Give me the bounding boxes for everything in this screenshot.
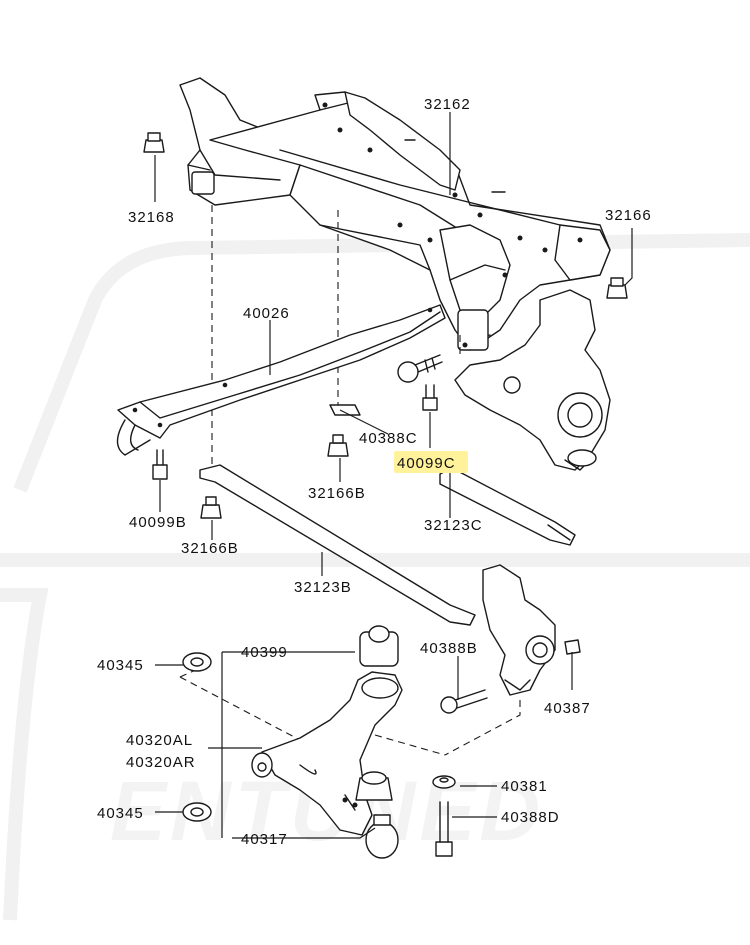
brace-drawing [116,304,446,480]
label-32123B: 32123B [294,579,352,596]
label-32123C: 32123C [424,517,483,534]
label-32162: 32162 [424,96,471,113]
leader-lines [154,112,633,839]
label-40345-top: 40345 [97,657,144,674]
knuckle-drawing-lower [432,564,581,857]
label-40026: 40026 [243,305,290,322]
knuckle-drawing-upper [454,289,611,471]
label-40387: 40387 [544,700,591,717]
label-40399: 40399 [241,644,288,661]
bar-32123B-drawing [199,464,476,626]
label-40345-bottom: 40345 [97,805,144,822]
label-32166B-mid: 32166B [308,485,366,502]
hardware-upper [143,132,628,457]
subframe-drawing [179,77,611,351]
label-40099C: 40099C [397,455,456,472]
label-40099B: 40099B [129,514,187,531]
label-40388B: 40388B [420,640,478,657]
label-40381: 40381 [501,778,548,795]
alignment-lines [179,205,521,756]
label-40388D: 40388D [501,809,560,826]
label-40320AR: 40320AR [126,754,196,771]
label-32166: 32166 [605,207,652,224]
label-32166B-left: 32166B [181,540,239,557]
highlight-40099C [394,451,468,473]
label-40320AL: 40320AL [126,732,193,749]
bar-32123C-drawing [439,467,576,546]
label-32168: 32168 [128,209,175,226]
part-labels: 32162 32168 32166 40026 40388C 40099C 32… [97,96,652,848]
label-40388C: 40388C [359,430,418,447]
lower-arm-drawing [182,625,403,859]
label-40317: 40317 [241,831,288,848]
